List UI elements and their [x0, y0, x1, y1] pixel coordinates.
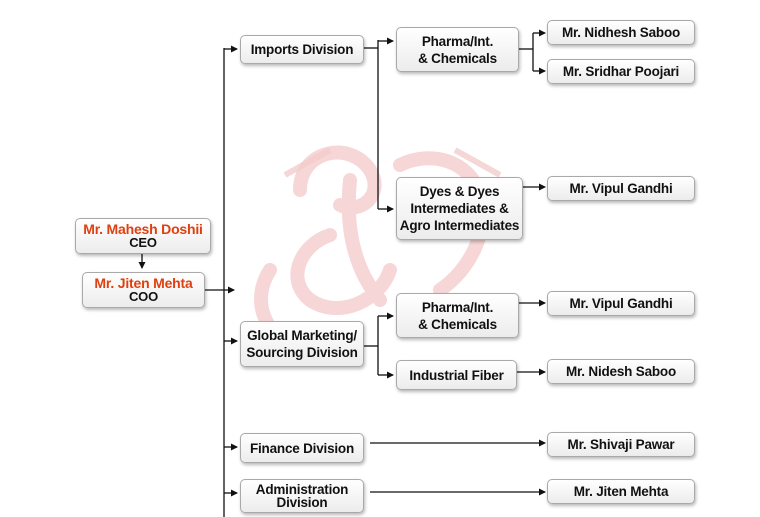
- global-fiber-node: Industrial Fiber: [396, 360, 517, 390]
- coo-name: Mr. Jiten Mehta: [94, 274, 193, 291]
- imports-pharma-node: Pharma/Int. & Chemicals: [396, 27, 519, 72]
- imports-dyes-line-1: Dyes & Dyes: [419, 184, 500, 199]
- global-fiber-label: Industrial Fiber: [409, 367, 504, 383]
- imports-dyes-line-3: Agro Intermediates: [399, 218, 520, 233]
- head-sridhar-poojari-label: Mr. Sridhar Poojari: [562, 64, 680, 79]
- administration-line-1: Administration: [255, 482, 349, 497]
- head-nidhesh-saboo-label: Mr. Nidhesh Saboo: [561, 25, 681, 40]
- head-nidesh-saboo: Mr. Nidesh Saboo: [547, 359, 695, 384]
- global-marketing-division-node: Global Marketing/ Sourcing Division: [240, 321, 364, 367]
- imports-dyes-line-2: Intermediates &: [410, 201, 509, 216]
- global-marketing-line-1: Global Marketing/: [247, 328, 357, 343]
- global-marketing-line-2: Sourcing Division: [246, 345, 358, 360]
- head-nidhesh-saboo: Mr. Nidhesh Saboo: [547, 20, 695, 45]
- ceo-title: CEO: [129, 234, 157, 250]
- head-jiten-mehta-admin: Mr. Jiten Mehta: [547, 479, 695, 504]
- imports-pharma-line-1: Pharma/Int.: [421, 33, 494, 49]
- imports-pharma-line-2: & Chemicals: [418, 50, 497, 66]
- head-vipul-gandhi-pharma-label: Mr. Vipul Gandhi: [569, 296, 673, 311]
- head-shivaji-pawar: Mr. Shivaji Pawar: [547, 432, 695, 457]
- global-pharma-line-2: & Chemicals: [418, 316, 497, 332]
- head-nidesh-saboo-label: Mr. Nidesh Saboo: [565, 364, 677, 379]
- head-vipul-gandhi-pharma: Mr. Vipul Gandhi: [547, 291, 695, 316]
- head-vipul-gandhi-dyes: Mr. Vipul Gandhi: [547, 176, 695, 201]
- finance-division-node: Finance Division: [240, 433, 364, 463]
- global-pharma-node: Pharma/Int. & Chemicals: [396, 293, 519, 338]
- head-vipul-gandhi-dyes-label: Mr. Vipul Gandhi: [569, 181, 673, 196]
- administration-division-node: Administration Division: [240, 479, 364, 513]
- finance-division-label: Finance Division: [249, 440, 355, 456]
- coo-title: COO: [128, 288, 158, 304]
- imports-division-label: Imports Division: [250, 42, 354, 57]
- head-shivaji-pawar-label: Mr. Shivaji Pawar: [567, 437, 675, 452]
- administration-line-2: Division: [276, 495, 328, 510]
- ceo-node: Mr. Mahesh Doshii CEO: [75, 218, 211, 254]
- head-jiten-mehta-admin-label: Mr. Jiten Mehta: [573, 484, 669, 499]
- ceo-name: Mr. Mahesh Doshii: [83, 220, 203, 237]
- head-sridhar-poojari: Mr. Sridhar Poojari: [547, 59, 695, 84]
- imports-dyes-node: Dyes & Dyes Intermediates & Agro Interme…: [396, 177, 523, 240]
- imports-division-node: Imports Division: [240, 35, 364, 64]
- global-pharma-line-1: Pharma/Int.: [421, 299, 494, 315]
- coo-node: Mr. Jiten Mehta COO: [82, 272, 205, 308]
